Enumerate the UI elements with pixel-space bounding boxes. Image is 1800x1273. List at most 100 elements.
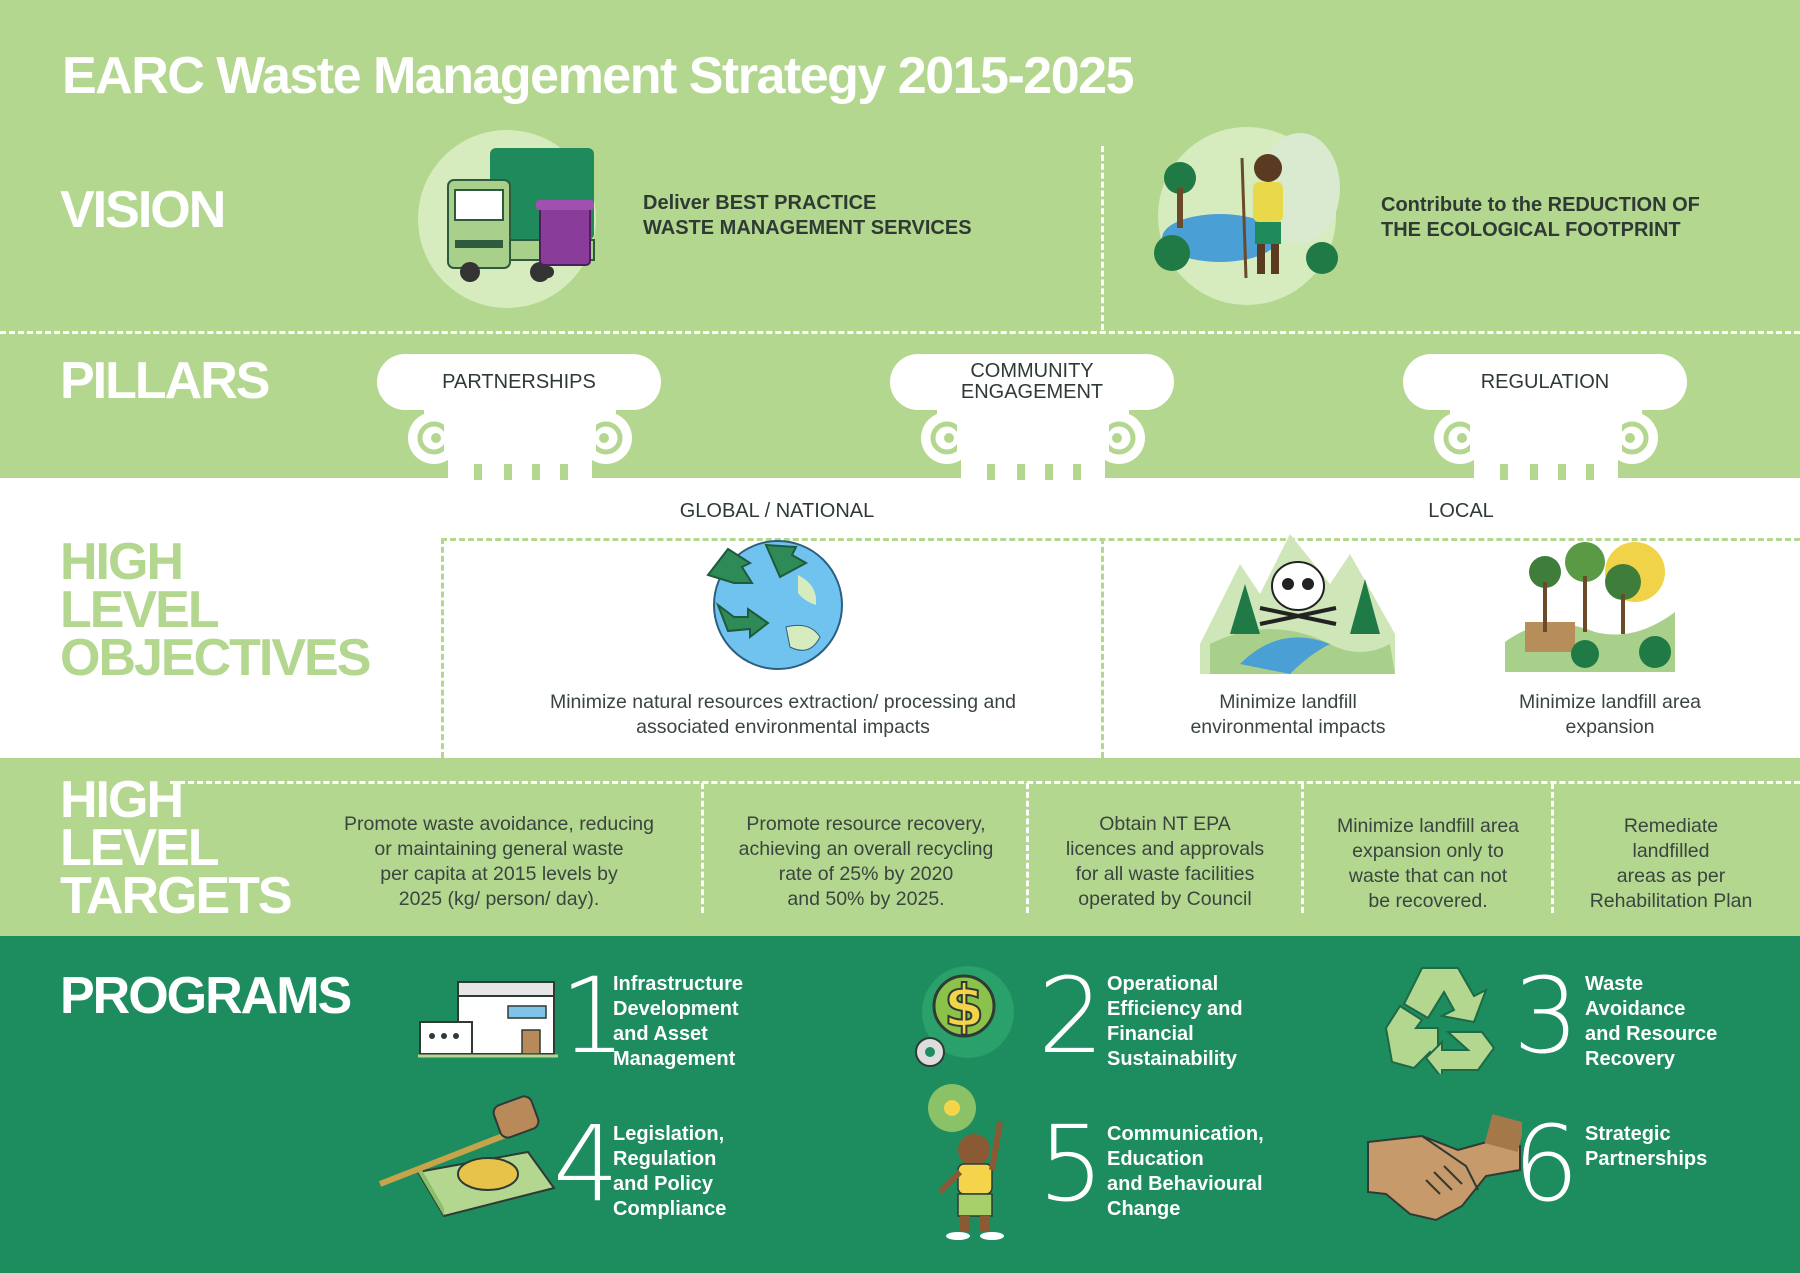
program-line: Strategic <box>1585 1123 1671 1145</box>
objective-line: Minimize landfill <box>1219 691 1357 713</box>
target-5-text: Remediate landfilled areas as per Rehabi… <box>1558 814 1784 914</box>
vision-left-line-1: Deliver BEST PRACTICE <box>643 192 877 214</box>
vision-divider <box>1101 146 1104 330</box>
targets-heading-line: TARGETS <box>60 867 293 925</box>
global-national-label: GLOBAL / NATIONAL <box>679 500 875 522</box>
targets-divider-4 <box>1551 783 1554 913</box>
target-line: rate of 25% by 2020 <box>778 863 954 885</box>
page-title: EARC Waste Management Strategy 2015-2025 <box>62 47 1134 105</box>
program-4-number: 4 <box>553 1103 620 1225</box>
program-line: Legislation, <box>613 1123 725 1145</box>
target-line: Promote resource recovery, <box>746 813 986 835</box>
vision-pillars-divider <box>0 331 1800 334</box>
program-line: Infrastructure <box>613 973 744 995</box>
program-line: and Asset <box>613 1023 708 1045</box>
target-line: areas as per <box>1616 865 1726 887</box>
target-line: landfilled <box>1632 840 1710 862</box>
program-line: Education <box>1107 1148 1204 1170</box>
pillar-label: ENGAGEMENT <box>960 381 1104 403</box>
target-line: Rehabilitation Plan <box>1589 890 1753 912</box>
target-line: for all waste facilities <box>1075 863 1255 885</box>
program-line: Waste <box>1585 973 1644 995</box>
program-3-number: 3 <box>1513 955 1580 1077</box>
programs-band <box>0 936 1800 1273</box>
objective-line: expansion <box>1565 716 1655 738</box>
program-6-number: 6 <box>1513 1103 1580 1225</box>
target-1-text: Promote waste avoidance, reducing or mai… <box>318 812 680 912</box>
recycle-icon <box>1384 967 1496 1074</box>
program-2-text: Operational Efficiency and Financial Sus… <box>1107 972 1243 1072</box>
vision-right-text: Contribute to the REDUCTION OF THE ECOLO… <box>1381 193 1700 243</box>
target-line: Remediate <box>1623 815 1719 837</box>
targets-divider-3 <box>1301 783 1304 913</box>
objective-landfill-impacts-text: Minimize landfill environmental impacts <box>1148 690 1428 740</box>
target-line: achieving an overall recycling <box>738 838 994 860</box>
target-line: 2025 (kg/ person/ day). <box>398 888 600 910</box>
program-line: Recovery <box>1585 1048 1676 1070</box>
program-3-text: Waste Avoidance and Resource Recovery <box>1585 972 1717 1072</box>
pillar-label: COMMUNITY <box>970 360 1094 382</box>
header-vision-band <box>0 0 1800 333</box>
target-line: Minimize landfill area <box>1336 815 1520 837</box>
program-line: Financial <box>1107 1023 1194 1045</box>
target-line: and 50% by 2025. <box>787 888 945 910</box>
program-line: Sustainability <box>1107 1048 1238 1070</box>
idea-person-icon <box>928 1084 1004 1240</box>
local-label: LOCAL <box>1428 500 1494 522</box>
globe-recycle-icon <box>706 540 843 670</box>
program-2-number: 2 <box>1038 955 1105 1077</box>
target-line: expansion only to <box>1352 840 1504 862</box>
pillar-label: PARTNERSHIPS <box>442 370 596 393</box>
objective-line: Minimize landfill area <box>1518 691 1702 713</box>
pillar-partnerships: PARTNERSHIPS <box>377 354 661 410</box>
targets-heading-line: LEVEL <box>60 819 220 877</box>
target-4-text: Minimize landfill area expansion only to… <box>1308 814 1548 914</box>
target-line: be recovered. <box>1368 890 1488 912</box>
program-line: Efficiency and <box>1107 998 1243 1020</box>
building-icon <box>418 981 558 1058</box>
objectives-heading-line: HIGH <box>60 533 184 591</box>
program-line: Partnerships <box>1585 1148 1708 1170</box>
objectives-box-left <box>441 538 444 758</box>
objective-line: associated environmental impacts <box>636 716 930 738</box>
pillars-heading: PILLARS <box>60 352 270 410</box>
column-capital-icon <box>921 408 1145 480</box>
column-capital-icon <box>408 408 632 480</box>
target-2-text: Promote resource recovery, achieving an … <box>710 812 1022 912</box>
garbage-truck-icon <box>447 148 595 282</box>
targets-heading: HIGH LEVEL TARGETS <box>60 774 293 925</box>
program-4-text: Legislation, Regulation and Policy Compl… <box>613 1122 726 1222</box>
pillar-label: REGULATION <box>1480 370 1610 393</box>
targets-divider-1 <box>701 783 704 913</box>
objectives-box-top <box>441 538 1800 541</box>
target-line: licences and approvals <box>1065 838 1265 860</box>
nature-person-icon <box>1154 133 1340 279</box>
objectives-heading-line: OBJECTIVES <box>60 629 371 687</box>
program-line: Management <box>613 1048 736 1070</box>
objectives-band <box>0 478 1800 758</box>
program-line: Operational <box>1107 973 1219 995</box>
gavel-icon <box>378 1095 556 1218</box>
svg-text:$: $ <box>944 972 984 1040</box>
program-1-number: 1 <box>560 955 627 1077</box>
program-line: Compliance <box>613 1198 727 1220</box>
program-6-text: Strategic Partnerships <box>1585 1122 1707 1172</box>
program-line: Regulation <box>613 1148 717 1170</box>
pillar-regulation: REGULATION <box>1403 354 1687 410</box>
program-line: and Behavioural <box>1107 1173 1263 1195</box>
targets-divider-2 <box>1026 783 1029 913</box>
objective-line: environmental impacts <box>1190 716 1386 738</box>
handshake-icon <box>1367 1114 1522 1222</box>
vision-right-line-1: Contribute to the REDUCTION OF <box>1381 194 1700 216</box>
program-5-number: 5 <box>1038 1103 1105 1225</box>
programs-heading: PROGRAMS <box>60 967 352 1025</box>
target-line: waste that can not <box>1348 865 1508 887</box>
target-line: per capita at 2015 levels by <box>380 863 618 885</box>
program-1-text: Infrastructure Development and Asset Man… <box>613 972 743 1072</box>
objectives-heading: HIGH LEVEL OBJECTIVES <box>60 533 371 687</box>
target-line: Promote waste avoidance, reducing <box>343 813 654 835</box>
program-line: and Resource <box>1585 1023 1718 1045</box>
vision-heading: VISION <box>60 181 226 239</box>
vision-left-line-2: WASTE MANAGEMENT SERVICES <box>643 217 972 239</box>
